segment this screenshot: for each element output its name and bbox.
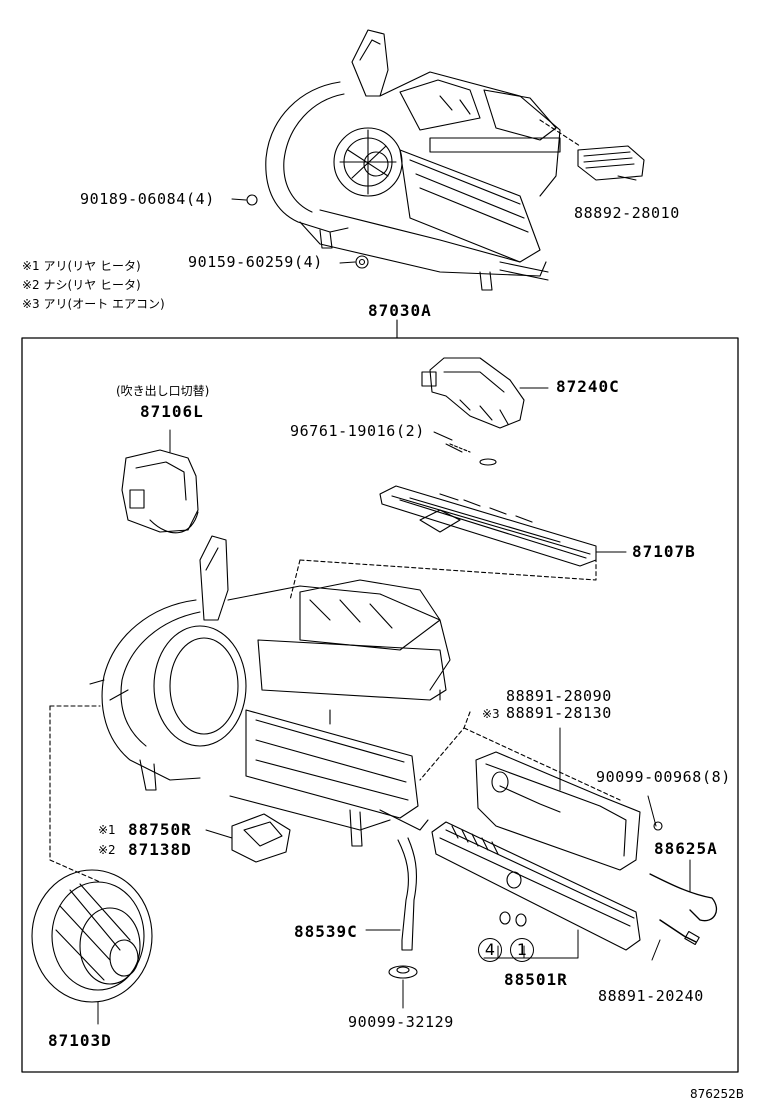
part-label-88891-20240[interactable]: 88891-20240 (598, 987, 704, 1005)
part-label-90099-32129[interactable]: 90099-32129 (348, 1013, 454, 1031)
part-label-87138d[interactable]: 87138D (128, 840, 192, 859)
figure-reference: 876252B (690, 1087, 745, 1101)
assembly-label-87030a[interactable]: 87030A (368, 301, 432, 320)
note-2: ※2 ナシ(リヤ ヒータ) (22, 279, 141, 291)
circled-number-4: 4 (478, 938, 502, 962)
part-label-96761-19016[interactable]: 96761-19016(2) (290, 422, 425, 440)
part-label-90159-60259[interactable]: 90159-60259(4) (188, 253, 323, 271)
part-label-88891-28130[interactable]: 88891-28130 (506, 704, 612, 722)
part-label-87103d[interactable]: 87103D (48, 1031, 112, 1050)
blower-motor-87103d-drawing (31, 869, 153, 1025)
part-note-87106l: (吹き出し口切替) (116, 384, 210, 398)
evaporator-case-drawing (475, 727, 641, 871)
note-3: ※3 アリ(オート エアコン) (22, 298, 165, 310)
assembly-frame (21, 337, 739, 1073)
note-3-text: アリ(オート エアコン) (43, 297, 165, 311)
circled-number-1: 1 (510, 938, 534, 962)
part-label-88539c[interactable]: 88539C (294, 922, 358, 941)
note-2-text: ナシ(リヤ ヒータ) (43, 278, 141, 292)
part-label-87106l[interactable]: 87106L (140, 402, 204, 421)
actuator-87106l-drawing (121, 429, 199, 534)
servo-87240c-drawing (421, 357, 549, 429)
top-hvac-unit-drawing (246, 29, 645, 291)
part-label-90099-00968[interactable]: 90099-00968(8) (596, 768, 731, 786)
part-mark-88750r: ※1 (98, 823, 116, 837)
note-2-mark: ※2 (22, 278, 40, 292)
evaporator-88501r-drawing (431, 821, 641, 951)
part-mark-88891-28130: ※3 (482, 707, 500, 721)
heater-core-87107b-drawing (379, 485, 627, 567)
part-label-87107b[interactable]: 87107B (632, 542, 696, 561)
part-label-90189-06084[interactable]: 90189-06084(4) (80, 190, 215, 208)
part-label-87240c[interactable]: 87240C (556, 377, 620, 396)
note-1: ※1 アリ(リヤ ヒータ) (22, 260, 141, 272)
part-label-88625a[interactable]: 88625A (654, 839, 718, 858)
main-hvac-unit-drawing (89, 535, 451, 847)
note-3-mark: ※3 (22, 297, 40, 311)
part-label-88891-28090[interactable]: 88891-28090 (506, 687, 612, 705)
part-mark-87138d: ※2 (98, 843, 116, 857)
part-label-88750r[interactable]: 88750R (128, 820, 192, 839)
resistor-88750r-drawing (205, 813, 291, 863)
note-1-mark: ※1 (22, 259, 40, 273)
part-label-88501r[interactable]: 88501R (504, 970, 568, 989)
note-1-text: アリ(リヤ ヒータ) (43, 259, 141, 273)
part-label-88892-28010[interactable]: 88892-28010 (574, 204, 680, 222)
